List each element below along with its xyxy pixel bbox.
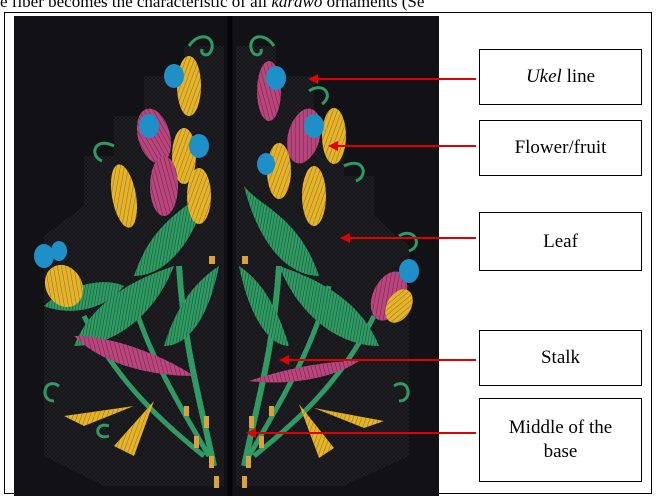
- label-middle-text: Middle of the base: [506, 416, 616, 464]
- label-leaf: Leaf: [479, 212, 642, 271]
- label-stalk-text: Stalk: [541, 346, 580, 370]
- label-flower-text: Flower/fruit: [515, 136, 607, 160]
- label-stalk: Stalk: [479, 330, 642, 386]
- label-ukel-rest: line: [562, 66, 595, 87]
- label-ukel-line: Ukel line: [479, 49, 642, 105]
- label-flower-fruit: Flower/fruit: [479, 120, 642, 176]
- label-ukel-text: Ukel line: [526, 65, 595, 89]
- label-middle-of-base: Middle of the base: [479, 398, 642, 482]
- label-leaf-text: Leaf: [543, 230, 578, 254]
- label-ukel-italic: Ukel: [526, 66, 562, 87]
